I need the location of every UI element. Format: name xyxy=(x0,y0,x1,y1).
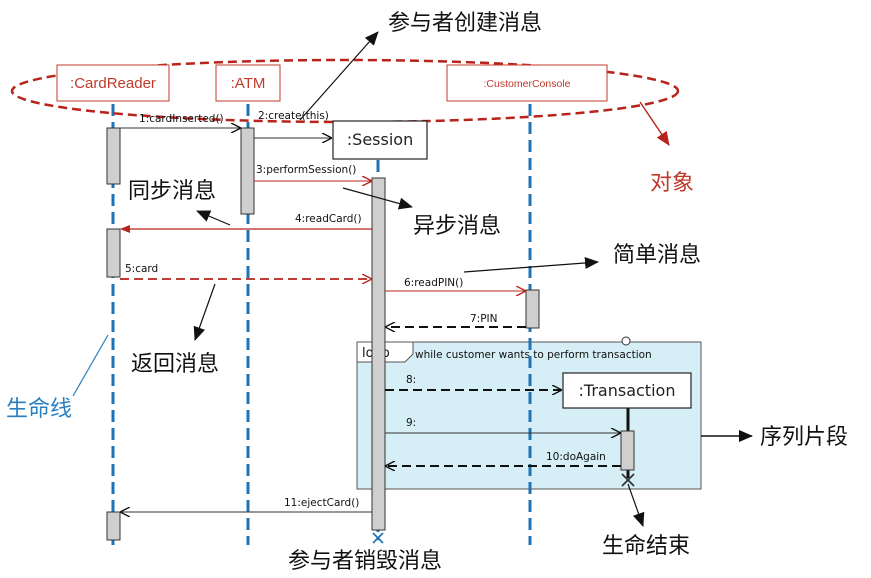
arrow-objects xyxy=(639,101,670,146)
activation-cardreader-2 xyxy=(106,228,121,278)
annotation-sync-message: 同步消息 xyxy=(128,179,216,204)
arrow-sync-message xyxy=(196,210,231,226)
message-7-label: 7:PIN xyxy=(470,313,498,325)
activation-session xyxy=(371,177,386,531)
object-transaction: :Transaction xyxy=(562,372,692,409)
annotation-arrows xyxy=(72,31,753,527)
arrow-simple-message xyxy=(463,256,599,273)
object-session: :Session xyxy=(332,120,428,160)
object-transaction-label: :Transaction xyxy=(579,381,676,400)
object-customerconsole-label: :CustomerConsole xyxy=(484,78,571,90)
object-cardreader-label: :CardReader xyxy=(70,75,156,92)
messages: 1:cardInserted() 2:create(this) 3:perfor… xyxy=(120,110,621,512)
line-lifeline-callout xyxy=(72,334,109,397)
activation-bars xyxy=(106,127,635,541)
object-atm-label: :ATM xyxy=(231,75,266,92)
object-session-label: :Session xyxy=(347,130,413,149)
annotation-simple-message: 简单消息 xyxy=(613,243,701,268)
object-atm: :ATM xyxy=(215,64,281,102)
annotation-end-of-life: 生命结束 xyxy=(602,534,690,559)
message-3-label: 3:performSession() xyxy=(256,164,356,176)
fragment-guard: while customer wants to perform transact… xyxy=(415,349,652,361)
annotation-return-message: 返回消息 xyxy=(131,352,219,377)
annotation-async-message: 异步消息 xyxy=(413,214,501,239)
arrow-return-message xyxy=(193,283,216,341)
message-11-label: 11:ejectCard() xyxy=(284,497,359,509)
arrow-participant-create xyxy=(299,31,379,121)
annotation-fragment: 序列片段 xyxy=(760,425,848,450)
activation-cardreader-1 xyxy=(106,127,121,185)
destroy-mark-transaction xyxy=(621,473,635,487)
arrow-async-message xyxy=(342,187,413,210)
annotation-participant-destroy: 参与者销毁消息 xyxy=(288,549,442,574)
object-cardreader: :CardReader xyxy=(56,64,170,102)
message-10-label: 10:doAgain xyxy=(546,451,606,463)
message-4-label: 4:readCard() xyxy=(295,213,362,225)
activation-atm-1 xyxy=(240,127,255,215)
fragment-gate-icon xyxy=(621,336,631,346)
destroy-mark-session xyxy=(372,532,384,544)
annotations: 参与者创建消息 对象 同步消息 异步消息 简单消息 返回消息 生命线 序列片段 … xyxy=(6,11,848,574)
message-8-label: 8: xyxy=(406,374,416,386)
message-2-label: 2:create(this) xyxy=(258,110,329,122)
message-1-label: 1:cardInserted() xyxy=(139,113,224,125)
annotation-participant-create: 参与者创建消息 xyxy=(388,11,542,36)
annotation-objects: 对象 xyxy=(650,171,694,196)
activation-customerconsole xyxy=(525,289,540,329)
activation-transaction xyxy=(620,430,635,471)
arrow-end-of-life xyxy=(627,483,645,527)
activation-cardreader-3 xyxy=(106,511,121,541)
annotation-lifeline: 生命线 xyxy=(6,397,72,422)
message-6-label: 6:readPIN() xyxy=(404,277,463,289)
object-customerconsole: :CustomerConsole xyxy=(446,64,608,102)
message-9-label: 9: xyxy=(406,417,416,429)
message-5-label: 5:card xyxy=(125,263,158,275)
